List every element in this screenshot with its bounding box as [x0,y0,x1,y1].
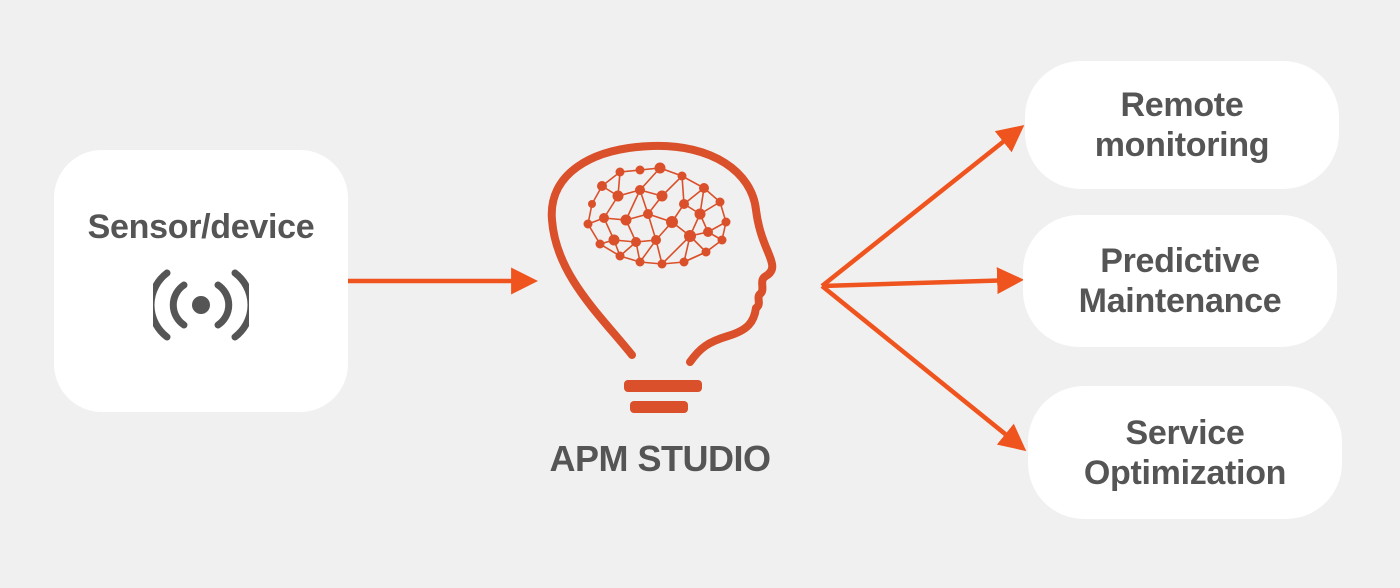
remote-monitoring-line1: Remote [1120,86,1244,124]
predictive-maintenance-line2: Maintenance [1078,282,1282,320]
service-optimization-line2: Optimization [1083,453,1287,492]
service-optimization-box: Service Optimization [1028,386,1342,519]
arrow-hub-to-remote-monitoring [820,124,1025,288]
service-optimization-line1: Service [1125,413,1245,452]
brain-head-lightbulb-icon [547,141,777,413]
apm-studio-title: APM STUDIO [549,438,771,479]
predictive-maintenance-box: Predictive Maintenance [1023,215,1337,347]
broadcast-sensor-icon [147,269,255,346]
remote-monitoring-box: Remote monitoring [1025,61,1339,189]
arrow-hub-to-service-optimization [820,284,1027,452]
predictive-maintenance-line1: Predictive [1100,242,1260,280]
arrow-hub-to-predictive-maintenance [821,267,1025,295]
sensor-device-label: Sensor/device [87,208,315,246]
sensor-device-box: Sensor/device [54,150,348,412]
remote-monitoring-line2: monitoring [1094,126,1270,164]
